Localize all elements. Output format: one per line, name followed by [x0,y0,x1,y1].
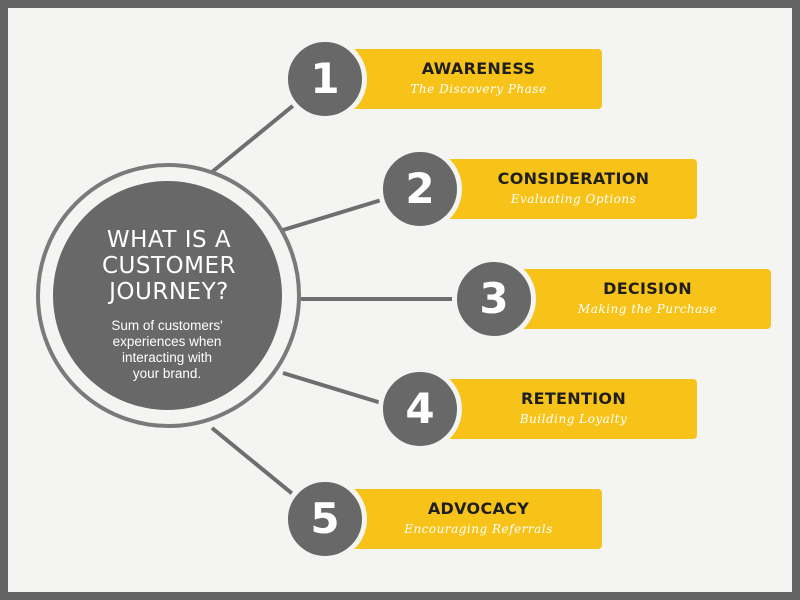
stage-title: DECISION [603,279,692,298]
stage-number-badge: 5 [283,477,367,561]
connector-4 [282,371,389,407]
hub-description-line: interacting with [121,350,213,365]
hub-title-line: CUSTOMER [101,253,236,279]
stage-subtitle: Making the Purchase [577,302,718,316]
stage-bar-advocacy: ADVOCACY Encouraging Referrals [325,489,602,549]
stage-bar-retention: RETENTION Building Loyalty [420,379,697,439]
stage-number-badge: 1 [283,37,367,121]
stage-subtitle: The Discovery Phase [410,82,547,96]
hub-title-line: WHAT IS A [106,227,232,253]
hub-description-line: Sum of customers' [111,318,223,333]
hub-title-line: JOURNEY? [109,279,229,305]
stage-title: CONSIDERATION [497,169,650,188]
stage-bar-decision: DECISION Making the Purchase [494,269,771,329]
hub-description-line: your brand. [132,366,202,381]
hub-description-line: experiences when [112,334,222,349]
stage-title: ADVOCACY [427,499,530,518]
stage-subtitle: Evaluating Options [510,192,637,206]
stage-number-badge: 3 [452,257,536,341]
stage-bar-consideration: CONSIDERATION Evaluating Options [420,159,697,219]
stage-subtitle: Building Loyalty [519,412,628,426]
stage-subtitle: Encouraging Referrals [404,522,553,536]
stage-number-badge: 2 [378,147,462,231]
stage-title: RETENTION [520,389,627,408]
connector-5 [210,426,302,502]
stage-bar-awareness: AWARENESS The Discovery Phase [325,49,602,109]
hub-circle [53,181,282,410]
hub-description: Sum of customers' experiences when inter… [87,318,247,382]
connector-1 [210,98,302,174]
hub-title: WHAT IS A CUSTOMER JOURNEY? [69,227,269,305]
stage-number-badge: 4 [378,367,462,451]
connector-2 [282,196,389,232]
stage-title: AWARENESS [421,59,536,78]
